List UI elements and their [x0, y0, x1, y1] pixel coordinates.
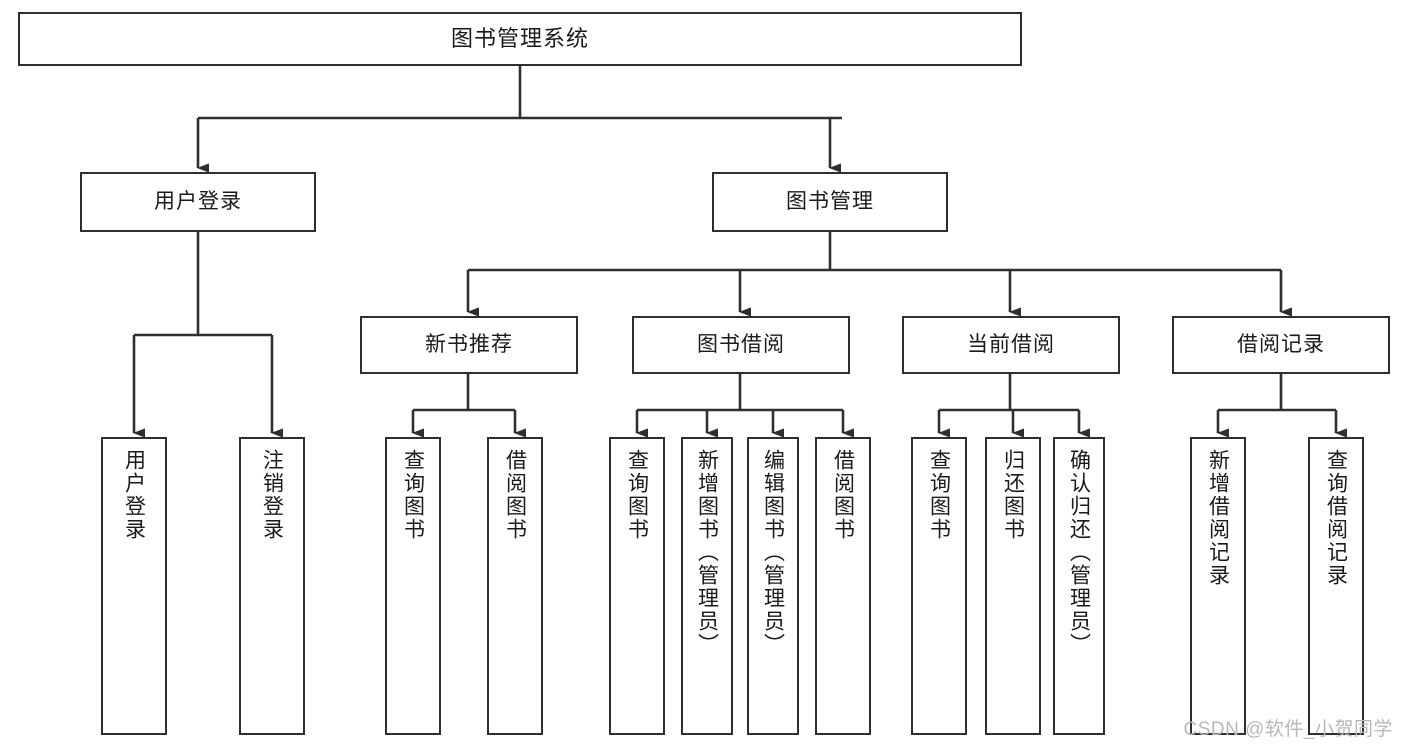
node-leaf-query-book-label: 查询图书 [625, 449, 649, 541]
node-book-borrow-label: 图书借阅 [697, 332, 785, 356]
node-current-borrow-label: 当前借阅 [967, 332, 1055, 356]
node-leaf-add-book-admin-label: 新增图书（管理员） [695, 449, 719, 656]
node-leaf-add-borrow-record-label: 新增借阅记录 [1206, 449, 1230, 587]
node-book-borrow[interactable]: 图书借阅 [632, 316, 850, 374]
node-leaf-query-book[interactable]: 查询图书 [609, 437, 665, 735]
node-root-label: 图书管理系统 [450, 26, 589, 52]
node-user-login[interactable]: 用户登录 [80, 172, 316, 232]
node-leaf-return-book-label: 归还图书 [1001, 449, 1025, 541]
node-leaf-user-login-label: 用户登录 [122, 449, 146, 541]
node-leaf-query-book-cur-label: 查询图书 [927, 449, 951, 541]
node-leaf-query-book-cur[interactable]: 查询图书 [911, 437, 967, 735]
node-leaf-add-book-admin[interactable]: 新增图书（管理员） [681, 437, 733, 735]
node-new-book-rec-label: 新书推荐 [425, 332, 513, 356]
node-borrow-record-label: 借阅记录 [1237, 332, 1325, 356]
node-leaf-logout-login[interactable]: 注销登录 [239, 437, 305, 735]
node-leaf-logout-login-label: 注销登录 [260, 449, 284, 541]
node-leaf-return-book[interactable]: 归还图书 [985, 437, 1041, 735]
node-user-login-label: 用户登录 [154, 189, 242, 213]
node-new-book-rec[interactable]: 新书推荐 [360, 316, 578, 374]
node-leaf-user-login[interactable]: 用户登录 [101, 437, 167, 735]
node-leaf-borrow-book[interactable]: 借阅图书 [815, 437, 871, 735]
node-book-manage[interactable]: 图书管理 [712, 172, 948, 232]
node-leaf-query-borrow-record-label: 查询借阅记录 [1324, 449, 1348, 587]
node-leaf-confirm-return[interactable]: 确认归还（管理员） [1053, 437, 1105, 735]
node-root[interactable]: 图书管理系统 [18, 12, 1022, 66]
node-leaf-query-borrow-record[interactable]: 查询借阅记录 [1308, 437, 1364, 735]
node-leaf-query-book-rec[interactable]: 查询图书 [385, 437, 441, 735]
node-leaf-borrow-book-label: 借阅图书 [831, 449, 855, 541]
node-book-manage-label: 图书管理 [786, 189, 874, 213]
node-leaf-edit-book-admin[interactable]: 编辑图书（管理员） [747, 437, 799, 735]
node-leaf-borrow-book-rec[interactable]: 借阅图书 [487, 437, 543, 735]
node-leaf-confirm-return-label: 确认归还（管理员） [1067, 449, 1091, 656]
node-leaf-borrow-book-rec-label: 借阅图书 [503, 449, 527, 541]
node-borrow-record[interactable]: 借阅记录 [1172, 316, 1390, 374]
node-leaf-query-book-rec-label: 查询图书 [401, 449, 425, 541]
node-leaf-edit-book-admin-label: 编辑图书（管理员） [761, 449, 785, 656]
node-leaf-add-borrow-record[interactable]: 新增借阅记录 [1190, 437, 1246, 735]
node-current-borrow[interactable]: 当前借阅 [902, 316, 1120, 374]
watermark: CSDN @软件_小贺同学 [1183, 719, 1393, 740]
